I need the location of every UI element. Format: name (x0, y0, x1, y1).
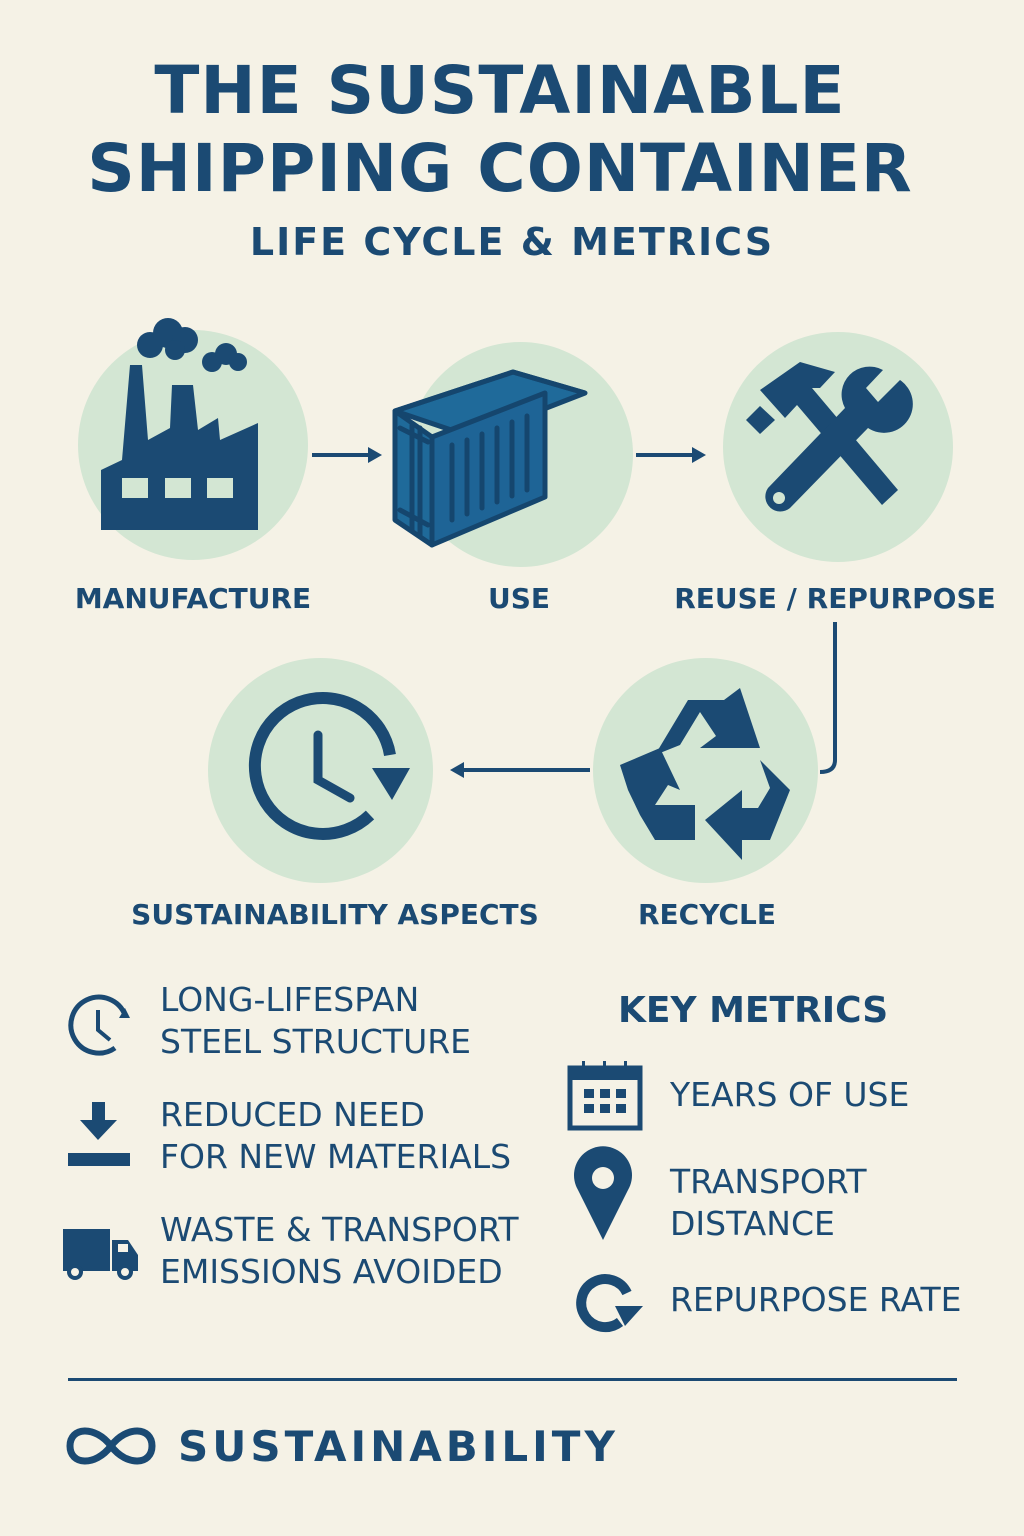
stage-label-reuse: REUSE / REPURPOSE (674, 582, 996, 615)
subtitle: LIFE CYCLE & METRICS (249, 220, 775, 264)
aspect-1-line-2: STEEL STRUCTURE (160, 1022, 472, 1061)
factory-icon (101, 318, 258, 530)
truck-icon (63, 1229, 138, 1280)
clock-icon (68, 994, 130, 1056)
metric-2-line-2: DISTANCE (670, 1204, 835, 1243)
metric-1-line-1: YEARS OF USE (670, 1075, 910, 1114)
key-metrics-heading: KEY METRICS (618, 990, 889, 1031)
hammer-wrench-icon (746, 362, 913, 512)
title-line-1: THE SUSTAINABLE (154, 52, 846, 129)
aspect-2-line-1: REDUCED NEED (160, 1095, 425, 1134)
aspect-3-line-2: EMISSIONS AVOIDED (160, 1252, 503, 1291)
aspect-1-line-1: LONG-LIFESPAN (160, 980, 420, 1019)
refresh-icon (576, 1274, 643, 1333)
calendar-icon (567, 1061, 643, 1131)
aspect-2-line-2: FOR NEW MATERIALS (160, 1137, 512, 1176)
flow-arrows (312, 447, 837, 778)
infinity-icon (66, 1427, 156, 1465)
map-pin-icon (574, 1146, 633, 1240)
stage-label-sustainability: SUSTAINABILITY ASPECTS (131, 898, 539, 931)
recycle-icon (620, 688, 790, 860)
aspect-3-line-1: WASTE & TRANSPORT (160, 1210, 519, 1249)
footer-label: SUSTAINABILITY (178, 1422, 619, 1471)
download-icon (68, 1102, 130, 1166)
clock-cycle-icon (248, 691, 410, 840)
stage-label-recycle: RECYCLE (637, 898, 777, 931)
metric-2-line-1: TRANSPORT (670, 1162, 867, 1201)
stage-label-manufacture: MANUFACTURE (74, 582, 312, 615)
shipping-container-icon (392, 369, 588, 548)
title-line-2: SHIPPING CONTAINER (87, 130, 913, 207)
divider (68, 1378, 957, 1381)
stage-label-use: USE (487, 582, 551, 615)
metric-3-line-1: REPURPOSE RATE (670, 1280, 962, 1319)
